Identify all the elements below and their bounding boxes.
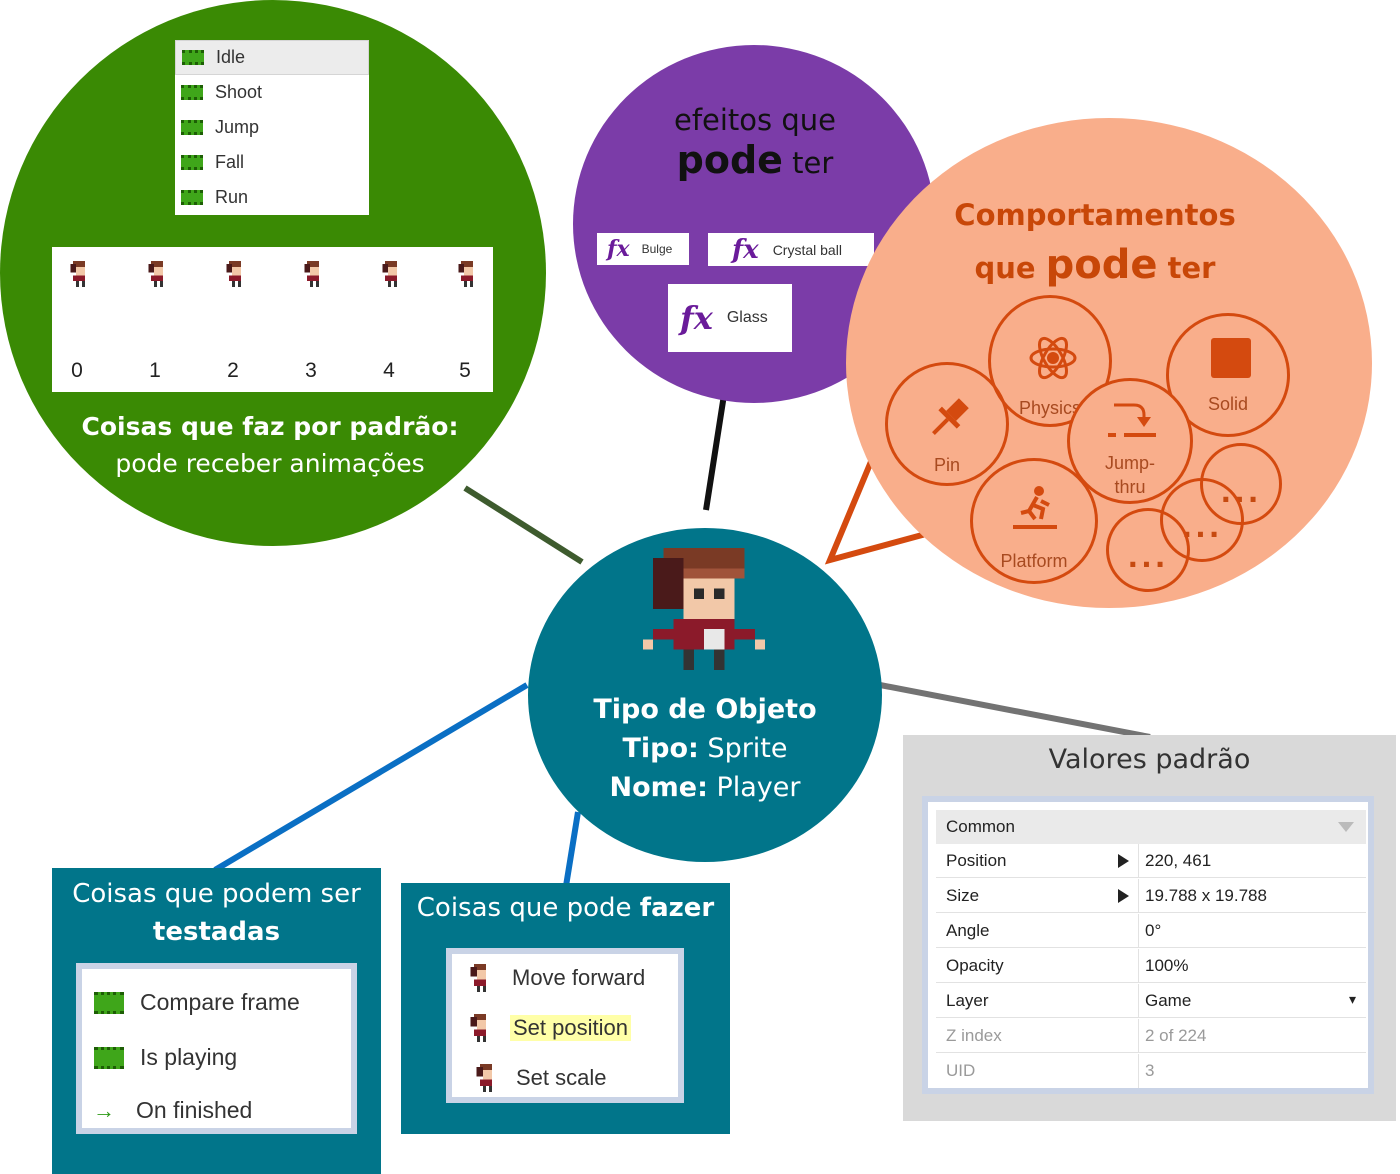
action-item[interactable]: Set position	[470, 1014, 631, 1042]
property-row[interactable]: Layer Game ▾	[936, 984, 1366, 1018]
connector-green	[463, 485, 584, 565]
fx-icon: fx	[607, 236, 630, 262]
effect-glass[interactable]: fx Glass	[668, 284, 792, 352]
action-item[interactable]: Move forward	[470, 964, 645, 992]
fx-icon: fx	[680, 299, 713, 337]
film-icon	[181, 155, 203, 170]
effect-bulge[interactable]: fx Bulge	[597, 233, 689, 265]
condition-item[interactable]: Is playing	[94, 1044, 237, 1071]
properties-table: Common Position 220, 461 Size 19.788 x 1…	[922, 796, 1374, 1094]
fx-icon: fx	[732, 234, 759, 265]
atom-icon	[1029, 336, 1077, 380]
behavior-physics[interactable]: Physics	[988, 295, 1112, 427]
animation-frame[interactable]: 5	[440, 247, 500, 392]
property-row: UID 3	[936, 1054, 1366, 1088]
expand-triangle-icon[interactable]	[1118, 889, 1129, 903]
animation-frame[interactable]: 3	[286, 247, 346, 392]
default-values-title: Valores padrão	[1048, 744, 1251, 775]
player-sprite-icon	[458, 261, 473, 287]
animation-frame[interactable]: 0	[52, 247, 112, 392]
player-sprite-icon	[148, 261, 163, 287]
player-sprite-icon	[226, 261, 241, 287]
condition-item[interactable]: → On finished	[90, 1097, 252, 1124]
animations-caption: Coisas que faz por padrão: pode receber …	[81, 412, 459, 478]
behavior-solid[interactable]: Solid	[1166, 313, 1290, 437]
animation-frame[interactable]: 2	[208, 247, 268, 392]
behavior-platform[interactable]: Platform	[970, 458, 1098, 584]
dropdown-arrow-icon[interactable]: ▾	[1348, 991, 1356, 1007]
animation-item[interactable]: Shoot	[175, 75, 369, 110]
film-icon	[181, 190, 203, 205]
object-type-info: Tipo de Objeto Tipo: Sprite Nome: Player	[593, 694, 817, 803]
effect-crystal-ball[interactable]: fx Crystal ball	[708, 233, 874, 266]
property-row[interactable]: Opacity 100%	[936, 949, 1366, 983]
effects-title: efeitos que pode ter	[673, 103, 837, 182]
animation-item[interactable]: Idle	[175, 40, 369, 75]
animation-item[interactable]: Jump	[175, 110, 369, 145]
expand-triangle-icon[interactable]	[1118, 854, 1129, 868]
property-row[interactable]: Size 19.788 x 19.788	[936, 879, 1366, 913]
collapse-triangle-icon[interactable]	[1338, 822, 1354, 832]
arrow-right-icon: →	[93, 1097, 115, 1123]
player-sprite-icon	[70, 261, 85, 287]
action-item[interactable]: Set scale	[476, 1064, 607, 1092]
behaviors-title: Comportamentos que pode ter	[954, 198, 1236, 288]
connector-actions	[563, 811, 581, 887]
conditions-title: Coisas que podem ser testadas	[72, 879, 361, 947]
animation-frames-strip: 0 1 2 3 4	[52, 247, 493, 392]
connector-defaults	[879, 682, 1151, 740]
film-icon	[94, 991, 124, 1014]
player-sprite-icon	[470, 964, 487, 992]
connector-conditions	[213, 682, 529, 873]
property-row[interactable]: Angle 0°	[936, 914, 1366, 948]
jump-thru-icon	[1108, 403, 1156, 437]
animation-frame[interactable]: 1	[130, 247, 190, 392]
property-row[interactable]: Position 220, 461	[936, 844, 1366, 878]
film-icon	[94, 1046, 124, 1069]
conditions-list: Compare frame Is playing → On finished	[76, 963, 357, 1134]
actions-list: Move forward Set position Set scale	[446, 948, 684, 1103]
film-icon	[181, 120, 203, 135]
player-sprite-icon	[476, 1064, 493, 1092]
behavior-more[interactable]: ...	[1106, 508, 1190, 592]
player-sprite-icon	[382, 261, 397, 287]
property-row: Z index 2 of 224	[936, 1019, 1366, 1053]
player-sprite-icon	[470, 1014, 487, 1042]
animation-item[interactable]: Run	[175, 180, 369, 215]
film-icon	[181, 85, 203, 100]
platform-runner-icon	[1013, 486, 1057, 529]
player-sprite-icon	[304, 261, 319, 287]
actions-title: Coisas que pode fazer	[416, 893, 715, 923]
pin-icon	[932, 398, 969, 435]
animation-frame[interactable]: 4	[364, 247, 424, 392]
film-icon	[182, 50, 204, 65]
behavior-jumpthru[interactable]: Jump- thru	[1067, 378, 1193, 504]
section-header-common[interactable]: Common	[936, 810, 1366, 844]
player-sprite-icon	[643, 548, 765, 670]
behavior-pin[interactable]: Pin	[885, 362, 1009, 486]
solid-icon	[1211, 338, 1251, 378]
condition-item[interactable]: Compare frame	[94, 989, 300, 1016]
animation-item[interactable]: Fall	[175, 145, 369, 180]
animation-list: Idle Shoot Jump Fall Run	[175, 40, 369, 215]
